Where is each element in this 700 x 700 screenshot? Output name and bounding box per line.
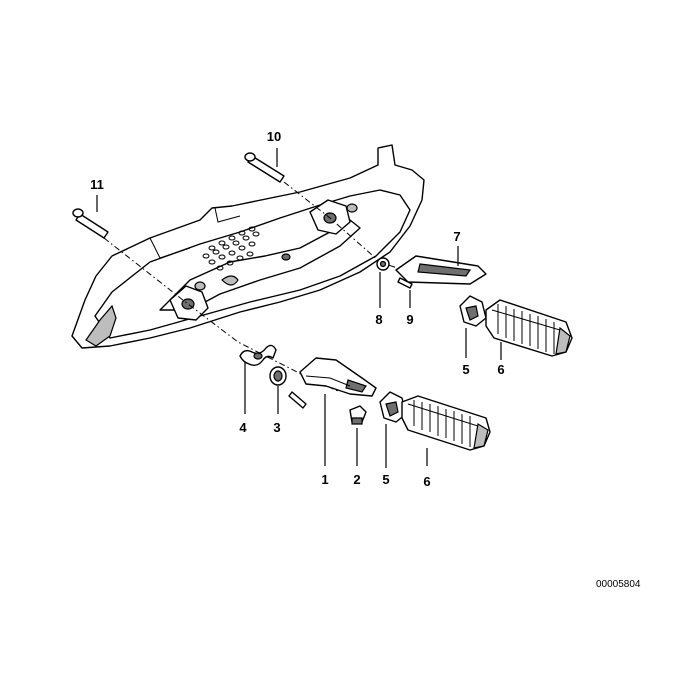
pin-10 xyxy=(244,148,285,183)
vent-holes xyxy=(194,226,291,291)
callout-9: 9 xyxy=(406,312,413,327)
footpeg-rubber-6-lower xyxy=(401,395,491,466)
footrest-arm-1 xyxy=(299,357,377,466)
callout-6-upper: 6 xyxy=(497,362,504,377)
callout-8: 8 xyxy=(375,312,382,327)
callout-4: 4 xyxy=(239,420,247,435)
holder-5-lower xyxy=(379,391,407,468)
assembly-axis-upper xyxy=(283,181,421,277)
pin-11 xyxy=(72,195,109,239)
buffer-2 xyxy=(349,405,367,466)
callout-3: 3 xyxy=(273,420,280,435)
callout-10: 10 xyxy=(267,129,281,144)
callout-7: 7 xyxy=(453,229,460,244)
split-pin-9 xyxy=(397,277,413,308)
callout-labels: 11 10 7 8 9 5 6 4 3 1 2 5 6 xyxy=(90,129,504,489)
holder-5-upper xyxy=(459,295,487,358)
footpeg-rubber-6-upper xyxy=(485,299,573,360)
callout-11: 11 xyxy=(90,177,104,192)
callout-5-upper: 5 xyxy=(462,362,469,377)
diagram-code: 00005804 xyxy=(596,579,641,590)
footrest-bracket-plate xyxy=(71,144,425,349)
callout-1: 1 xyxy=(321,472,328,487)
bush-3 xyxy=(269,366,287,414)
callout-6-lower: 6 xyxy=(423,474,430,489)
small-pin xyxy=(288,391,307,409)
plate-7 xyxy=(395,246,487,285)
washer-8 xyxy=(376,257,390,308)
callout-5-lower: 5 xyxy=(382,472,389,487)
callout-2: 2 xyxy=(353,472,360,487)
spring-4 xyxy=(239,344,277,414)
